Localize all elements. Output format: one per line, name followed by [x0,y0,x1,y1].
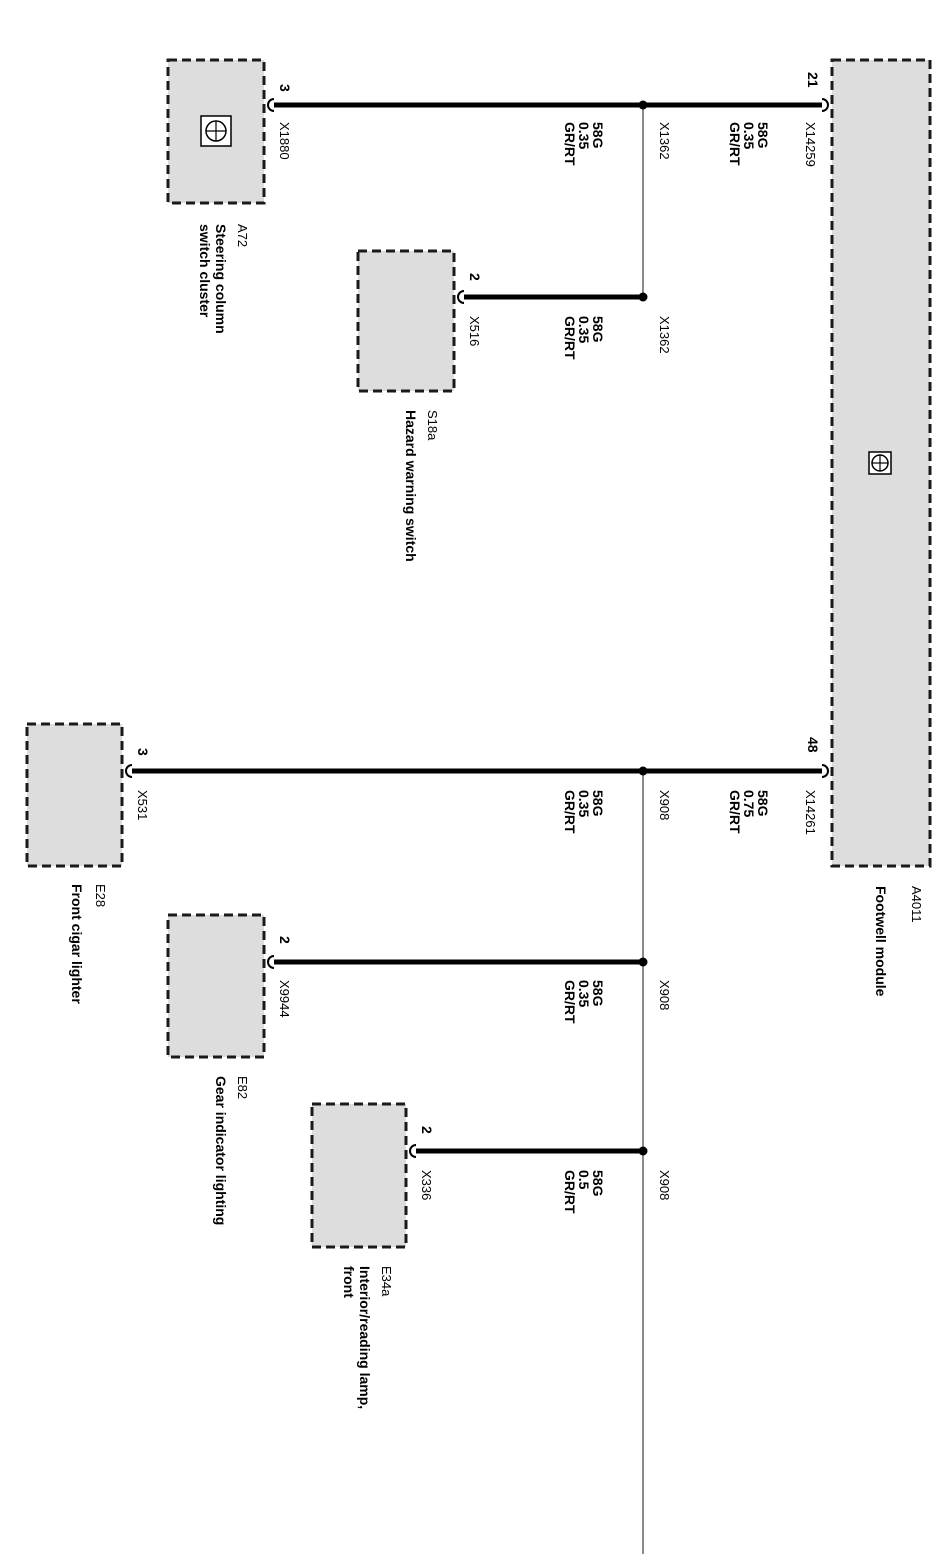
e34a-box[interactable] [310,1102,408,1249]
wire-signal-p21: 58G [755,122,771,149]
wire-size-e28: 0.35 [576,790,592,817]
wire-color-e28: GR/RT [562,790,578,834]
module-pin-48: 48 [805,737,821,753]
e28-connector: X531 [135,790,150,820]
splice-label-x908-c: X908 [657,1170,672,1200]
wire-color-p48: GR/RT [727,790,743,834]
wire-color-a72: GR/RT [562,122,578,166]
wire-size-e34a: 0.5 [576,1170,592,1190]
wire-size-e82: 0.35 [576,980,592,1007]
splice-x1362-top [638,100,648,110]
e82-name: Gear indicator lighting [213,1076,229,1225]
a72-id: A72 [235,224,250,247]
e28-name: Front cigar lighter [69,884,85,1004]
wire-signal-s18a: 58G [590,316,606,343]
wire-color-e82: GR/RT [562,980,578,1024]
s18a-id: S18a [425,410,440,441]
s18a-connector: X516 [467,316,482,346]
s18a-name: Hazard warning switch [403,410,419,562]
e34a-id: E34a [379,1266,394,1297]
footwell-module-id: A4011 [909,886,924,923]
pin-e34a-terminal [409,1144,417,1158]
module-logo-icon [868,451,892,475]
a72-connector: X1880 [277,122,292,160]
connector-x14261: X14261 [803,790,818,835]
e82-box[interactable] [166,913,266,1059]
wire-signal-e34a: 58G [590,1170,606,1197]
e28-pin: 3 [135,748,151,756]
splice-label-x1362-a: X1362 [657,122,672,160]
e82-pin: 2 [277,936,293,944]
wire-signal-e28: 58G [590,790,606,817]
splice-x1362-bottom [638,292,648,302]
e28-id: E28 [93,884,108,907]
connector-x14259: X14259 [803,122,818,167]
module-pin-21: 21 [805,72,821,88]
wire-signal-p48: 58G [755,790,771,817]
pin-e82-terminal [267,955,275,969]
pin-21-terminal [821,98,829,112]
e82-id: E82 [235,1076,250,1099]
s18a-box[interactable] [356,249,456,393]
pin-48-terminal [821,764,829,778]
a72-name-line1: Steering column [213,224,229,334]
a72-logo-icon [200,115,232,147]
wire-color-p21: GR/RT [727,122,743,166]
pin-e28-terminal [125,764,133,778]
e34a-name-line2: front [341,1266,357,1298]
wire-signal-a72: 58G [590,122,606,149]
wire-size-p21: 0.35 [741,122,757,149]
e82-connector: X9944 [277,980,292,1018]
a72-name-line2: switch cluster [197,224,213,318]
wire-size-a72: 0.35 [576,122,592,149]
e34a-name-line1: Interior/reading lamp, [357,1266,373,1409]
splice-label-x908-a: X908 [657,790,672,820]
splice-x908-middle [638,957,648,967]
splice-x908-bottom [638,1146,648,1156]
footwell-module-name: Footwell module [873,886,889,997]
a72-pin: 3 [277,84,293,92]
pin-s18a-terminal [457,290,465,304]
wire-color-s18a: GR/RT [562,316,578,360]
splice-label-x1362-b: X1362 [657,316,672,354]
splice-x908-top [638,766,648,776]
wire-size-p48: 0.75 [741,790,757,817]
e28-box[interactable] [25,722,124,868]
pin-a72-terminal [267,98,275,112]
wire-signal-e82: 58G [590,980,606,1007]
wire-color-e34a: GR/RT [562,1170,578,1214]
e34a-connector: X336 [419,1170,434,1200]
splice-label-x908-b: X908 [657,980,672,1010]
e34a-pin: 2 [419,1126,435,1134]
s18a-pin: 2 [467,273,483,281]
wire-size-s18a: 0.35 [576,316,592,343]
